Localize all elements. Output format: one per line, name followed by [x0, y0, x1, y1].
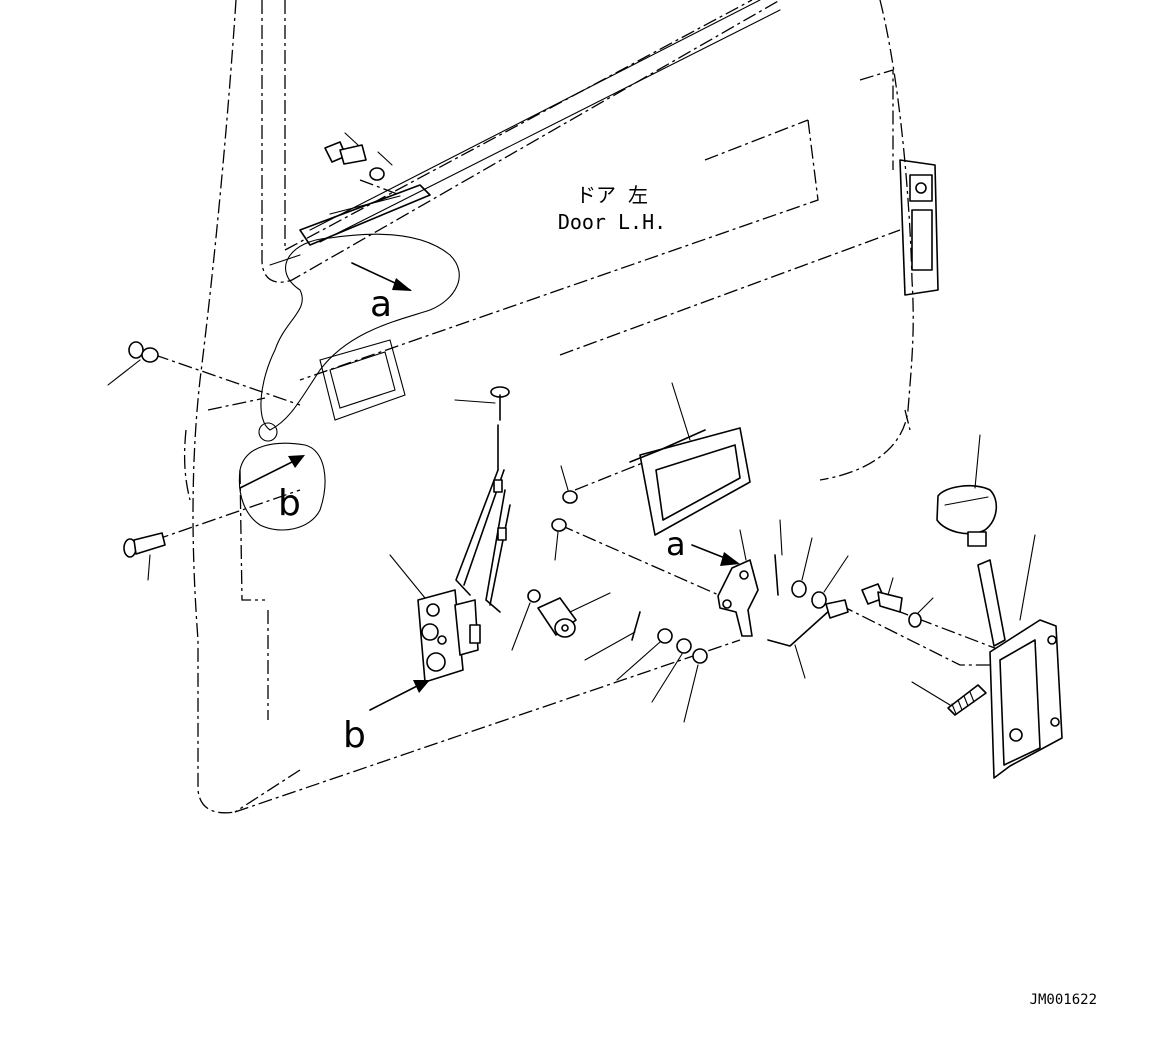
- arrow-b-door: [239, 455, 305, 489]
- connecting-lever: [767, 599, 849, 679]
- outside-handle: [629, 382, 751, 536]
- callout-b-lock: b: [343, 715, 366, 756]
- arrow-a-door: [351, 262, 412, 291]
- screw-lower-left: [123, 532, 166, 581]
- door-outline: [183, 0, 914, 814]
- nuts: [511, 465, 578, 651]
- detail-bubble-a: [260, 233, 460, 431]
- hinge: [899, 159, 939, 296]
- bolt-top: [324, 132, 393, 181]
- inside-handle-assembly: [977, 534, 1063, 779]
- arrow-b-lock: [369, 680, 430, 711]
- mounting-lines: [154, 179, 1001, 813]
- door-panel-recess: [258, 339, 406, 442]
- lock-rod: [454, 386, 511, 613]
- callout-b-door: b: [278, 483, 301, 524]
- tapping-screw: [911, 681, 987, 716]
- window-rail: [269, 0, 781, 266]
- title-jp: ドア 左: [576, 183, 648, 207]
- arrow-a-bracket: [691, 544, 740, 566]
- detail-bubble-b: [238, 442, 326, 531]
- washers: [616, 537, 849, 723]
- screw-left: [107, 341, 159, 386]
- callout-a-door: a: [370, 284, 392, 325]
- bolt-right: [861, 577, 934, 628]
- clips: [584, 519, 783, 661]
- door-lock-assembly: [389, 554, 481, 683]
- inside-handle-knob: [936, 434, 998, 547]
- drawing-number: JM001622: [1030, 992, 1097, 1008]
- title-en: Door L.H.: [558, 210, 666, 234]
- callout-a-bracket: a: [666, 525, 686, 563]
- key-cylinder: [537, 592, 611, 638]
- latch-bracket: [717, 529, 759, 637]
